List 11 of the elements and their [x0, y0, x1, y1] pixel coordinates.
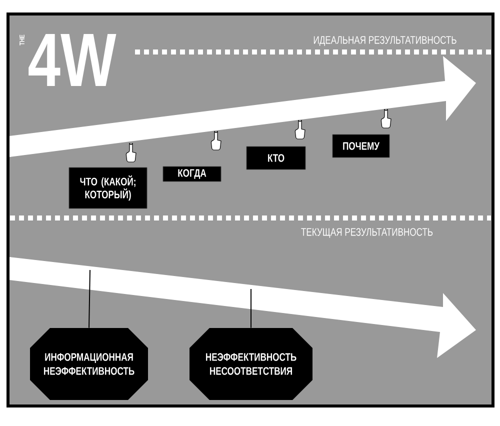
line-label: ИДЕАЛЬНАЯ РЕЗУЛЬТАТИВНОСТЬ	[314, 36, 456, 46]
label-box: ПОЧЕМУ	[332, 134, 390, 158]
leader-line	[250, 288, 252, 328]
label-box: КТО	[246, 146, 306, 170]
octagon-box: НЕЭФФЕКТИВНОСТЬ НЕСООТВЕТСТВИЯ	[190, 328, 312, 400]
label-box: КОГДА	[162, 166, 222, 182]
big-heading: 4W	[28, 34, 116, 86]
octagon-box: ИНФОРМАЦИОННАЯ НЕЭФФЕКТИВНОСТЬ	[30, 328, 148, 400]
line-label: ТЕКУЩАЯ РЕЗУЛЬТАТИВНОСТЬ	[301, 228, 433, 238]
leader-line	[88, 270, 90, 328]
label-box: ЧТО (КАКОЙ; КОТОРЫЙ)	[68, 167, 148, 209]
